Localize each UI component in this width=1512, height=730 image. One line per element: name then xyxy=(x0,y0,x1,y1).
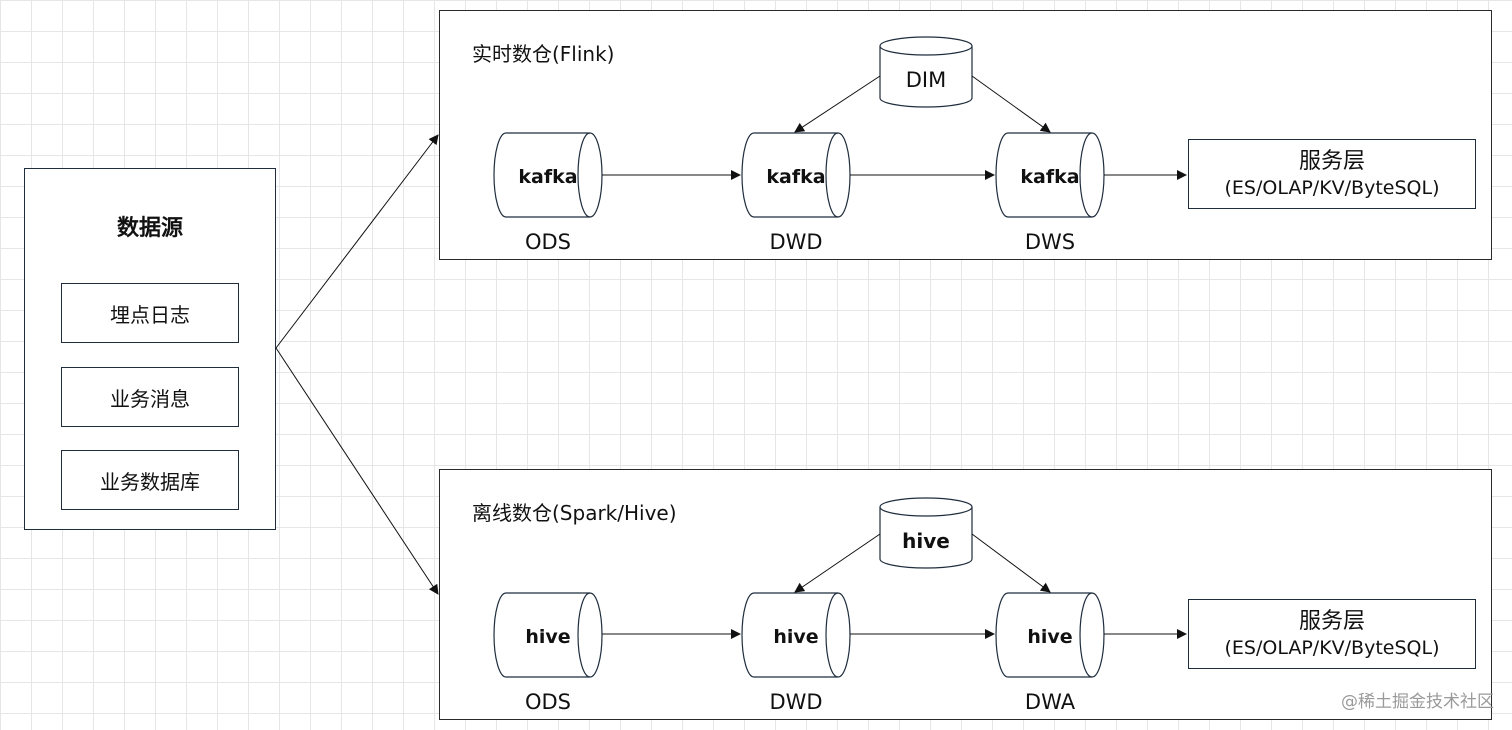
realtime-dim-label: DIM xyxy=(905,68,947,92)
realtime-dws-cylinder xyxy=(995,132,1105,218)
realtime-dwd-cylinder xyxy=(741,132,851,218)
source-item-business-database: 业务数据库 xyxy=(61,450,239,510)
watermark: @稀土掘金技术社区 xyxy=(1341,692,1494,712)
realtime-ods-label: ODS xyxy=(524,230,572,254)
arrow-off-dim-dwd xyxy=(794,533,881,593)
offline-dwa-label: DWA xyxy=(1024,690,1076,714)
arrow-source-to-offline xyxy=(275,347,439,595)
arrow-off-dim-dwa xyxy=(971,533,1051,593)
offline-ods-label: ODS xyxy=(524,690,572,714)
arrow-source-to-realtime xyxy=(275,134,439,349)
source-item-business-message: 业务消息 xyxy=(61,367,239,427)
source-title: 数据源 xyxy=(116,216,183,241)
realtime-service-subtitle: (ES/OLAP/KV/ByteSQL) xyxy=(1224,177,1440,199)
offline-dwa-cylinder xyxy=(995,592,1105,678)
realtime-dwd-store-text: kafka xyxy=(766,166,826,188)
realtime-ods-store-text: kafka xyxy=(518,166,578,188)
offline-service-title: 服务层 xyxy=(1298,609,1365,634)
realtime-dws-label: DWS xyxy=(1024,230,1076,254)
realtime-title: 实时数仓(Flink) xyxy=(472,42,615,66)
offline-title: 离线数仓(Spark/Hive) xyxy=(472,501,677,525)
offline-service-subtitle: (ES/OLAP/KV/ByteSQL) xyxy=(1224,637,1440,659)
source-item-tracking-log: 埋点日志 xyxy=(61,283,239,343)
realtime-dws-store-text: kafka xyxy=(1020,166,1080,188)
realtime-dwd-label: DWD xyxy=(769,230,823,254)
offline-dim-cylinder xyxy=(879,497,973,569)
offline-ods-cylinder xyxy=(493,592,603,678)
offline-service-box: 服务层 (ES/OLAP/KV/ByteSQL) xyxy=(1188,599,1476,669)
realtime-service-title: 服务层 xyxy=(1298,149,1365,174)
offline-dwd-cylinder xyxy=(741,592,851,678)
realtime-dim-cylinder xyxy=(879,36,973,108)
arrow-rt-dim-dwd xyxy=(794,75,881,133)
arrow-rt-dim-dws xyxy=(971,75,1051,133)
offline-ods-store-text: hive xyxy=(525,626,571,648)
offline-dwd-label: DWD xyxy=(769,690,823,714)
offline-dwa-store-text: hive xyxy=(1027,626,1073,648)
realtime-service-box: 服务层 (ES/OLAP/KV/ByteSQL) xyxy=(1188,139,1476,209)
realtime-ods-cylinder xyxy=(493,132,603,218)
offline-dim-label: hive xyxy=(902,529,950,553)
offline-dwd-store-text: hive xyxy=(773,626,819,648)
